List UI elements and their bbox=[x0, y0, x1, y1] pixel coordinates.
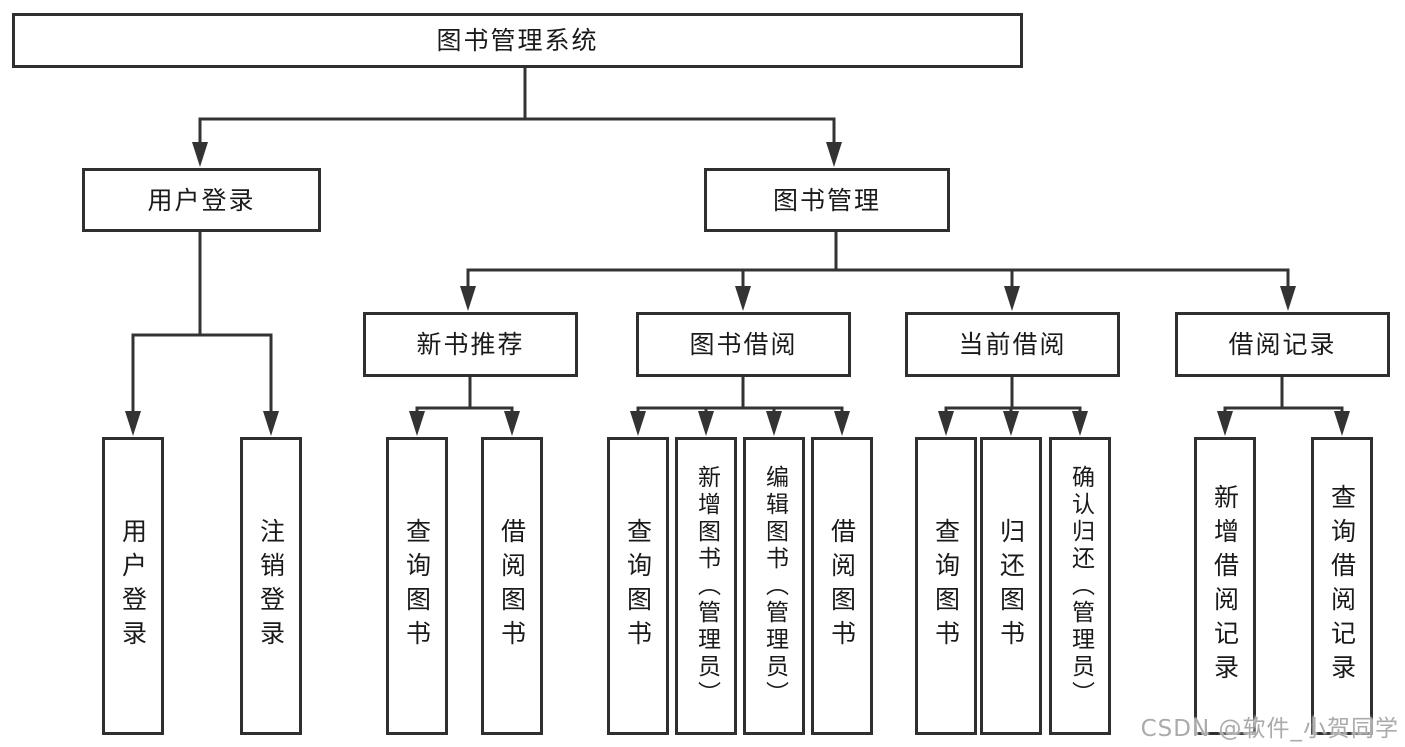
leaf-query-books-borrow: 查询图书 bbox=[607, 437, 669, 735]
connector-current-borrow bbox=[944, 374, 1082, 417]
arrowhead bbox=[698, 411, 714, 436]
node-user-login-label: 用户登录 bbox=[147, 185, 256, 215]
leaf-confirm-return-admin: 确认归还（管理员） bbox=[1049, 437, 1111, 735]
arrowhead bbox=[263, 411, 279, 436]
connector-user-login bbox=[131, 230, 273, 417]
leaf-add-borrow-record: 新增借阅记录 bbox=[1194, 437, 1256, 735]
leaf-borrow-books-borrow: 借阅图书 bbox=[811, 437, 873, 735]
node-root: 图书管理系统 bbox=[12, 13, 1023, 68]
arrowhead bbox=[630, 411, 646, 436]
arrowhead bbox=[1217, 411, 1233, 436]
arrowhead bbox=[460, 286, 476, 311]
arrowhead bbox=[1004, 286, 1020, 311]
leaf-label: 借阅图书 bbox=[827, 518, 857, 654]
connector-root bbox=[198, 65, 836, 148]
arrowhead bbox=[735, 286, 751, 311]
leaf-label: 查询图书 bbox=[931, 518, 961, 654]
node-new-book-recommend-label: 新书推荐 bbox=[416, 330, 525, 359]
node-new-book-recommend: 新书推荐 bbox=[363, 312, 578, 377]
leaf-add-book-admin: 新增图书（管理员） bbox=[675, 437, 737, 735]
arrowhead bbox=[834, 411, 850, 436]
node-root-label: 图书管理系统 bbox=[436, 26, 599, 55]
arrowhead bbox=[1334, 411, 1350, 436]
leaf-label: 编辑图书（管理员） bbox=[761, 464, 788, 708]
connector-new-book bbox=[415, 374, 514, 417]
arrowheads bbox=[125, 142, 1350, 436]
leaf-label: 查询图书 bbox=[623, 518, 653, 654]
arrowhead bbox=[826, 142, 842, 167]
connector-borrow-records bbox=[1223, 374, 1344, 417]
connector-book-borrow bbox=[636, 374, 844, 417]
leaf-label: 用户登录 bbox=[118, 518, 148, 654]
node-book-borrow: 图书借阅 bbox=[636, 312, 851, 377]
node-current-borrow: 当前借阅 bbox=[905, 312, 1120, 377]
leaf-return-book: 归还图书 bbox=[980, 437, 1042, 735]
arrowhead bbox=[192, 142, 208, 167]
node-book-borrow-label: 图书借阅 bbox=[689, 330, 798, 359]
node-borrow-records-label: 借阅记录 bbox=[1228, 330, 1337, 359]
leaf-label: 新增图书（管理员） bbox=[693, 464, 720, 708]
leaf-label: 查询图书 bbox=[402, 518, 432, 654]
arrowhead bbox=[409, 411, 425, 436]
node-borrow-records: 借阅记录 bbox=[1175, 312, 1390, 377]
node-current-borrow-label: 当前借阅 bbox=[958, 330, 1067, 359]
leaf-label: 注销登录 bbox=[256, 518, 286, 654]
node-book-management-label: 图书管理 bbox=[772, 185, 881, 215]
arrowhead bbox=[766, 411, 782, 436]
leaf-label: 归还图书 bbox=[996, 518, 1026, 654]
leaf-edit-book-admin: 编辑图书（管理员） bbox=[743, 437, 805, 735]
leaf-query-books-current: 查询图书 bbox=[915, 437, 977, 735]
node-user-login: 用户登录 bbox=[82, 168, 321, 232]
leaf-label: 确认归还（管理员） bbox=[1067, 464, 1094, 708]
arrowhead bbox=[938, 411, 954, 436]
leaf-label: 查询借阅记录 bbox=[1327, 484, 1357, 688]
leaf-borrow-books-newbook: 借阅图书 bbox=[481, 437, 543, 735]
leaf-query-books-newbook: 查询图书 bbox=[386, 437, 448, 735]
arrowhead bbox=[1072, 411, 1088, 436]
watermark: CSDN @软件_小贺同学 bbox=[1140, 716, 1399, 742]
leaf-label: 新增借阅记录 bbox=[1210, 484, 1240, 688]
arrowhead bbox=[1280, 286, 1296, 311]
arrowhead bbox=[1003, 411, 1019, 436]
leaf-logout: 注销登录 bbox=[240, 437, 302, 735]
arrowhead bbox=[504, 411, 520, 436]
leaf-user-login: 用户登录 bbox=[102, 437, 164, 735]
leaf-query-borrow-record: 查询借阅记录 bbox=[1311, 437, 1373, 735]
leaf-label: 借阅图书 bbox=[497, 518, 527, 654]
node-book-management: 图书管理 bbox=[704, 168, 950, 232]
arrowhead bbox=[125, 411, 141, 436]
connector-book-management bbox=[466, 230, 1290, 292]
